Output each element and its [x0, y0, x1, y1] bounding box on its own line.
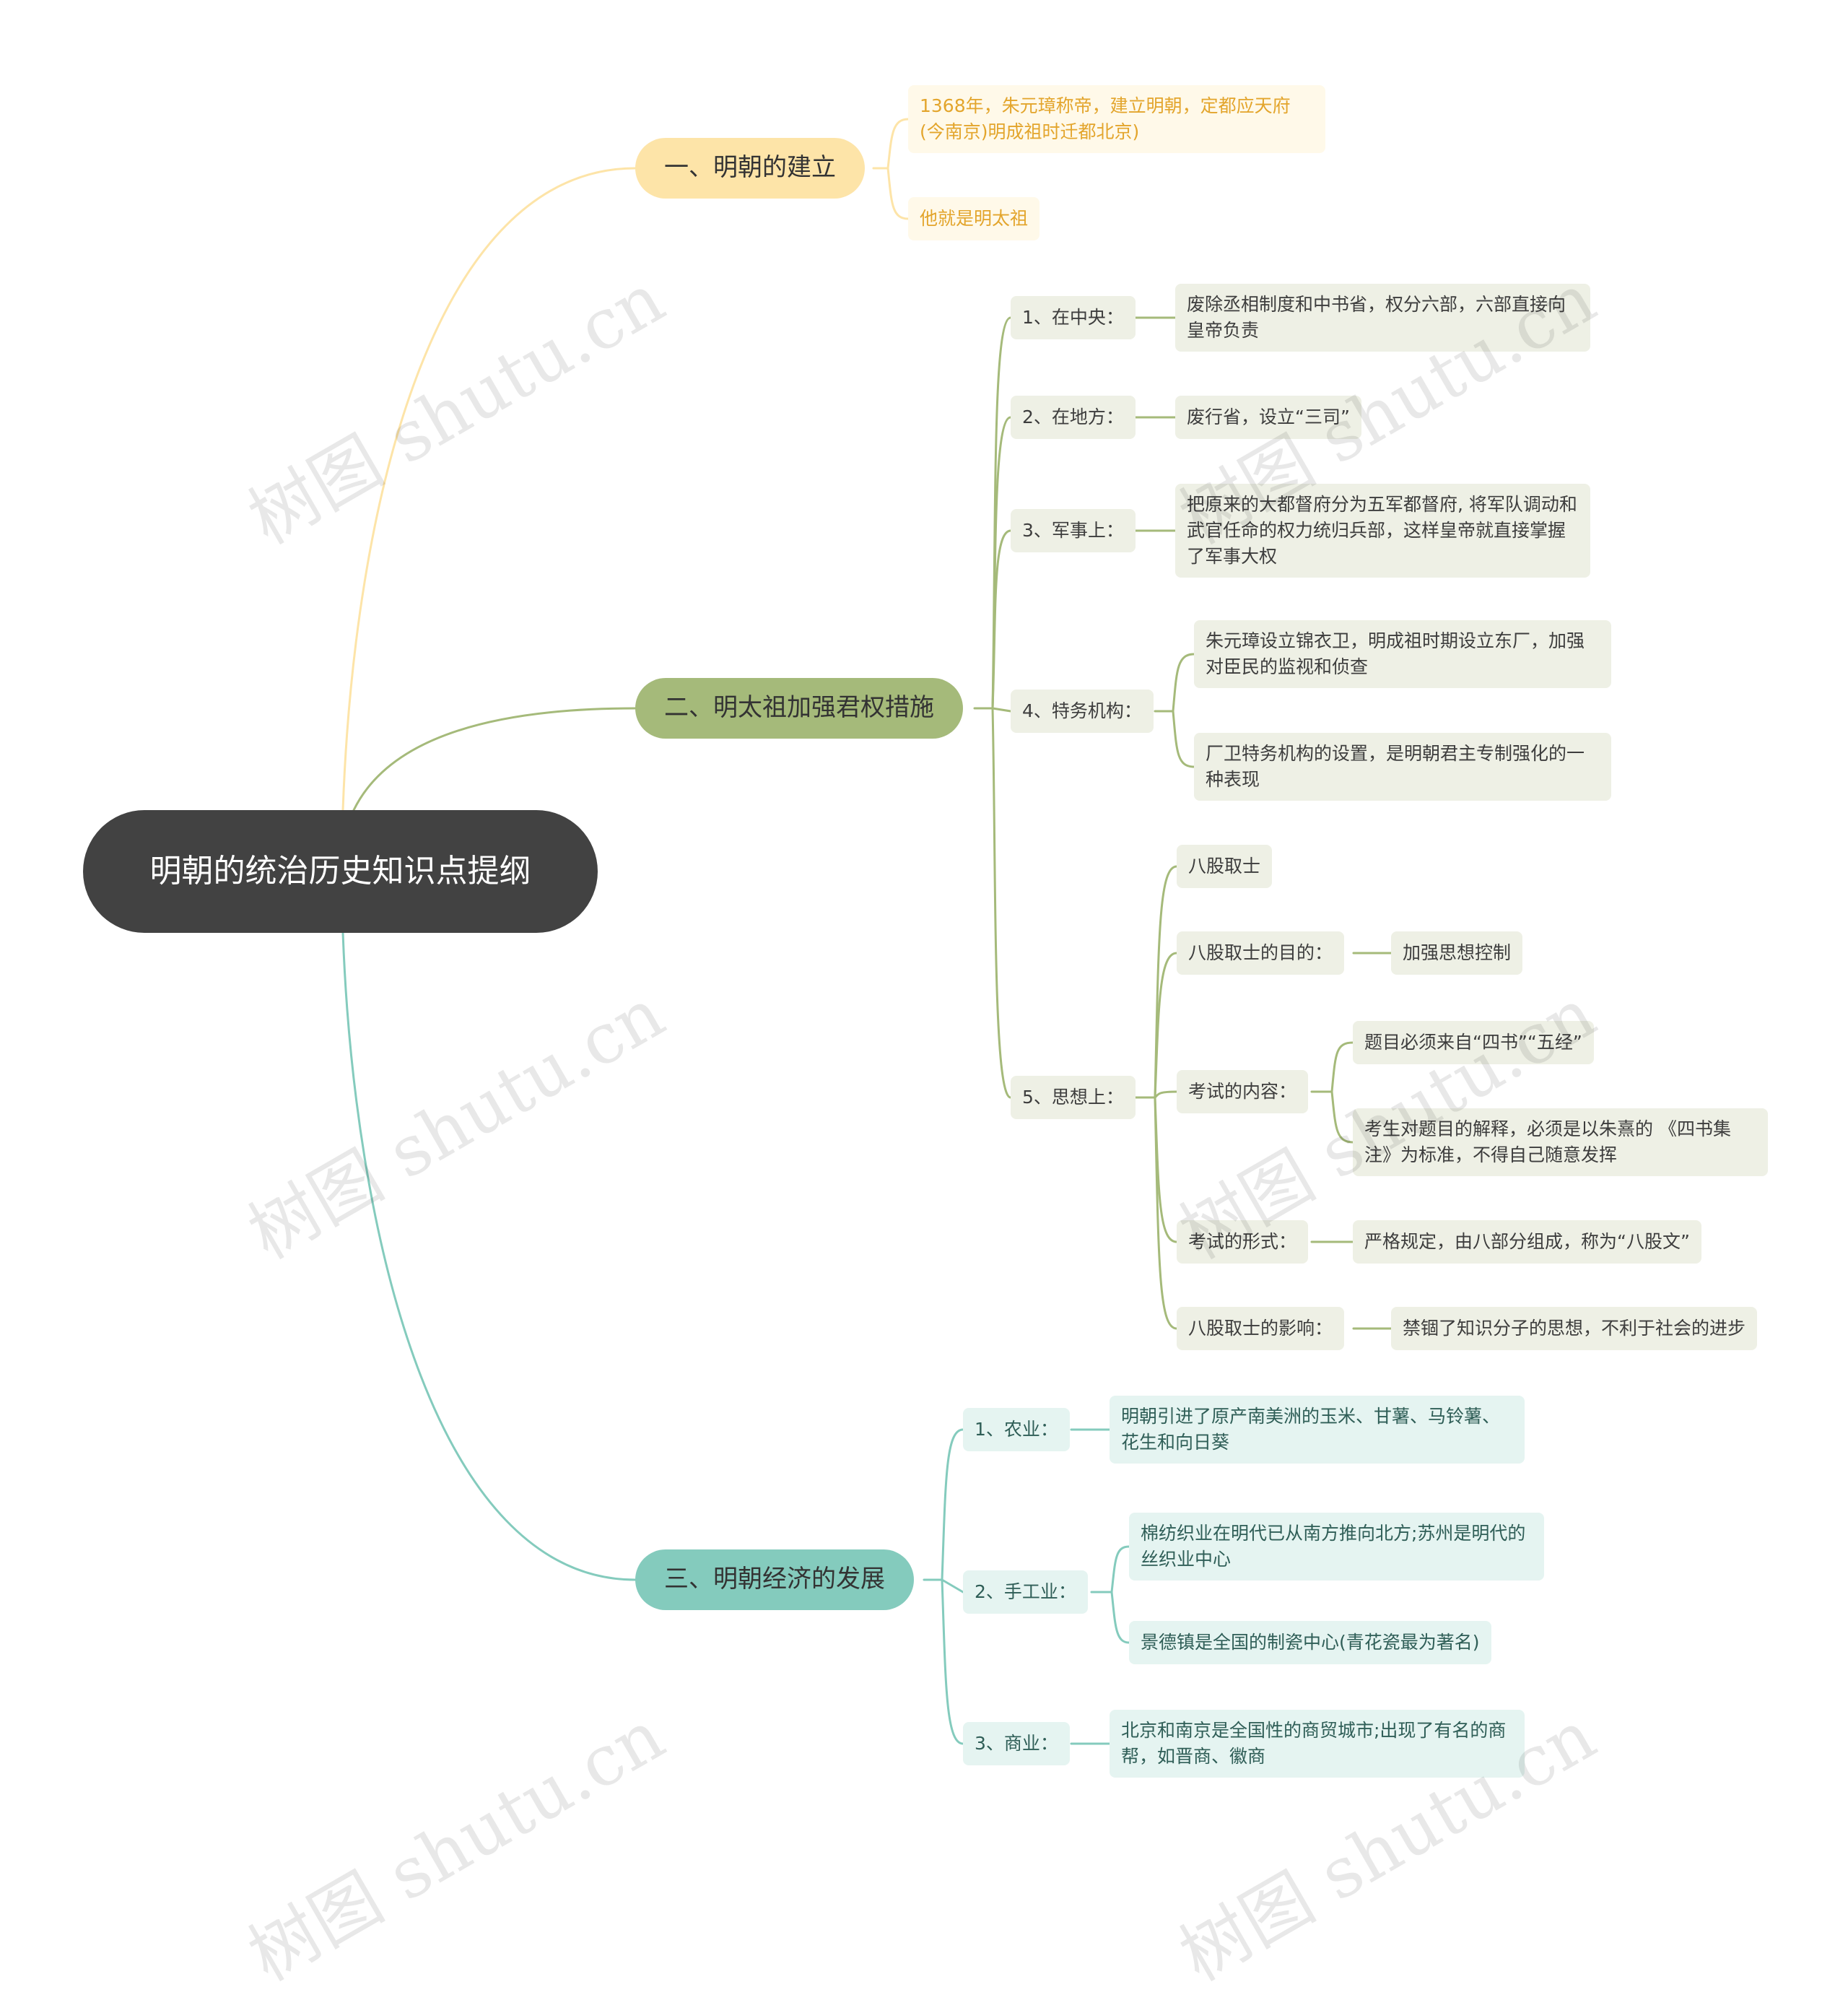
item-purpose[interactable]: 八股取士的目的：	[1177, 931, 1345, 975]
sub-ideology[interactable]: 5、思想上：	[1011, 1076, 1136, 1119]
sub-label: 5、思想上：	[1022, 1086, 1124, 1108]
item-label: 八股取士	[1188, 855, 1261, 877]
leaf-text: 北京和南京是全国性的商贸城市;出现了有名的商帮，如晋商、徽商	[1121, 1719, 1507, 1767]
sub-handicraft[interactable]: 2、手工业：	[963, 1570, 1088, 1614]
item-content[interactable]: 考试的内容：	[1177, 1070, 1309, 1113]
leaf-ming-taizu[interactable]: 他就是明太祖	[908, 197, 1040, 240]
leaf-commerce[interactable]: 北京和南京是全国性的商贸城市;出现了有名的商帮，如晋商、徽商	[1110, 1710, 1525, 1778]
sub-agriculture[interactable]: 1、农业：	[963, 1408, 1070, 1451]
leaf-content-interpretation[interactable]: 考生对题目的解释，必须是以朱熹的 《四书集注》为标准，不得自己随意发挥	[1353, 1108, 1768, 1176]
sub-local[interactable]: 2、在地方：	[1011, 396, 1136, 439]
leaf-content-source[interactable]: 题目必须来自“四书”“五经”	[1353, 1021, 1594, 1064]
sub-secret-agency[interactable]: 4、特务机构：	[1011, 690, 1154, 733]
root-topic[interactable]: 明朝的统治历史知识点提纲	[83, 810, 598, 933]
leaf-text: 考生对题目的解释，必须是以朱熹的 《四书集注》为标准，不得自己随意发挥	[1364, 1118, 1731, 1165]
leaf-text: 他就是明太祖	[920, 207, 1029, 229]
leaf-text: 朱元璋设立锦衣卫，明成祖时期设立东厂，加强对臣民的监视和侦查	[1206, 630, 1585, 677]
leaf-text: 明朝引进了原产南美洲的玉米、甘薯、马铃薯、花生和向日葵	[1121, 1405, 1501, 1453]
sub-central[interactable]: 1、在中央：	[1011, 296, 1136, 339]
item-influence[interactable]: 八股取士的影响：	[1177, 1307, 1345, 1350]
leaf-text: 题目必须来自“四书”“五经”	[1364, 1031, 1582, 1053]
leaf-central[interactable]: 废除丞相制度和中书省，权分六部，六部直接向皇帝负责	[1175, 284, 1590, 352]
leaf-porcelain[interactable]: 景德镇是全国的制瓷中心(青花瓷最为著名)	[1129, 1621, 1491, 1664]
branch-strengthen-power[interactable]: 二、明太祖加强君权措施	[635, 678, 963, 739]
item-label: 考试的形式：	[1188, 1230, 1297, 1252]
sub-label: 1、农业：	[975, 1418, 1058, 1440]
sub-label: 3、商业：	[975, 1732, 1058, 1754]
leaf-text: 把原来的大都督府分为五军都督府, 将军队调动和武官任命的权力统归兵部，这样皇帝就…	[1187, 493, 1577, 568]
leaf-text: 景德镇是全国的制瓷中心(青花瓷最为著名)	[1141, 1631, 1480, 1653]
item-form[interactable]: 考试的形式：	[1177, 1220, 1309, 1264]
leaf-text: 禁锢了知识分子的思想，不利于社会的进步	[1403, 1317, 1746, 1339]
leaf-text: 棉纺织业在明代已从南方推向北方;苏州是明代的丝织业中心	[1141, 1522, 1526, 1570]
item-label: 考试的内容：	[1188, 1080, 1297, 1102]
sub-label: 2、手工业：	[975, 1581, 1076, 1602]
leaf-founding-1368[interactable]: 1368年，朱元璋称帝，建立明朝，定都应天府(今南京)明成祖时迁都北京)	[908, 85, 1325, 153]
leaf-jinyiwei[interactable]: 朱元璋设立锦衣卫，明成祖时期设立东厂，加强对臣民的监视和侦查	[1194, 620, 1611, 688]
leaf-military[interactable]: 把原来的大都督府分为五军都督府, 将军队调动和武官任命的权力统归兵部，这样皇帝就…	[1175, 484, 1590, 578]
leaf-influence[interactable]: 禁锢了知识分子的思想，不利于社会的进步	[1391, 1307, 1758, 1350]
leaf-form[interactable]: 严格规定，由八部分组成，称为“八股文”	[1353, 1220, 1701, 1264]
leaf-changwei[interactable]: 厂卫特务机构的设置，是明朝君主专制强化的一种表现	[1194, 733, 1611, 801]
leaf-text: 严格规定，由八部分组成，称为“八股文”	[1364, 1230, 1690, 1252]
sub-label: 3、军事上：	[1022, 519, 1124, 541]
sub-label: 4、特务机构：	[1022, 700, 1142, 721]
branch-label: 三、明朝经济的发展	[664, 1565, 885, 1594]
leaf-text: 加强思想控制	[1403, 942, 1512, 963]
branch-ming-founding[interactable]: 一、明朝的建立	[635, 138, 865, 199]
sub-label: 1、在中央：	[1022, 306, 1124, 328]
leaf-local[interactable]: 废行省，设立“三司”	[1175, 396, 1361, 439]
branch-label: 一、明朝的建立	[664, 153, 836, 183]
sub-label: 2、在地方：	[1022, 406, 1124, 427]
branch-label: 二、明太祖加强君权措施	[664, 693, 934, 723]
sub-commerce[interactable]: 3、商业：	[963, 1722, 1070, 1765]
leaf-text: 废除丞相制度和中书省，权分六部，六部直接向皇帝负责	[1187, 293, 1566, 341]
item-label: 八股取士的影响：	[1188, 1317, 1333, 1339]
leaf-textile[interactable]: 棉纺织业在明代已从南方推向北方;苏州是明代的丝织业中心	[1129, 1513, 1544, 1581]
leaf-text: 1368年，朱元璋称帝，建立明朝，定都应天府(今南京)明成祖时迁都北京)	[920, 95, 1291, 142]
item-label: 八股取士的目的：	[1188, 942, 1333, 963]
leaf-purpose[interactable]: 加强思想控制	[1391, 931, 1523, 975]
root-topic-label: 明朝的统治历史知识点提纲	[149, 853, 531, 890]
branch-economy[interactable]: 三、明朝经济的发展	[635, 1549, 914, 1610]
leaf-text: 废行省，设立“三司”	[1187, 406, 1350, 427]
sub-military[interactable]: 3、军事上：	[1011, 509, 1136, 552]
connector-lines	[341, 118, 1392, 1745]
leaf-agriculture[interactable]: 明朝引进了原产南美洲的玉米、甘薯、马铃薯、花生和向日葵	[1110, 1396, 1525, 1464]
item-baguqushi[interactable]: 八股取士	[1177, 845, 1273, 888]
leaf-text: 厂卫特务机构的设置，是明朝君主专制强化的一种表现	[1206, 742, 1585, 790]
